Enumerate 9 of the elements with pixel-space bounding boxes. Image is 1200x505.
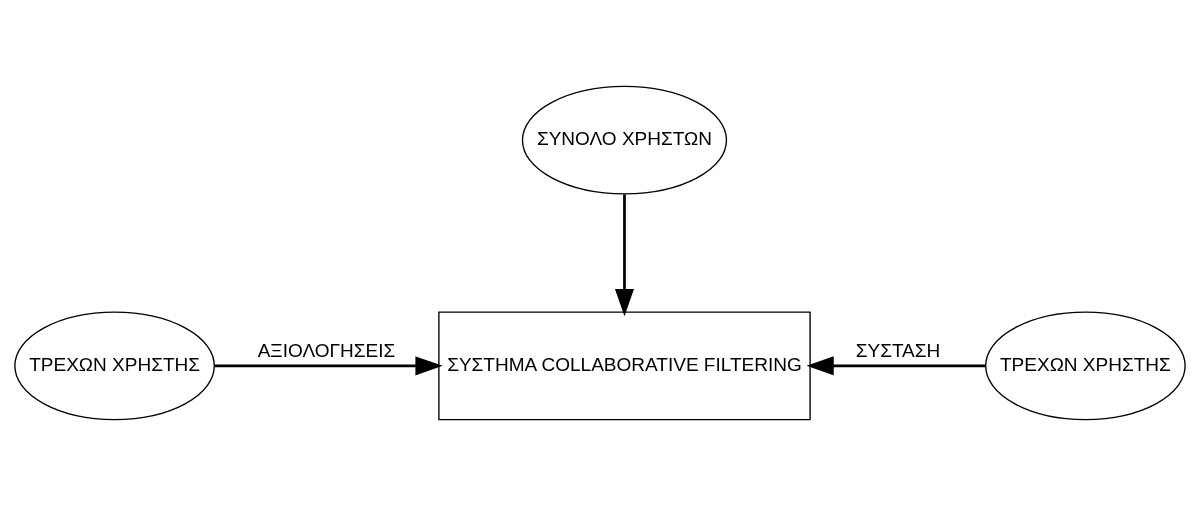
node-ellipse: ΣΥΝΟΛΟ ΧΡΗΣΤΩΝ <box>521 85 728 195</box>
arrow <box>614 193 634 316</box>
arrow <box>214 355 443 375</box>
edge-label: ΑΞΙΟΛΟΓΗΣΕΙΣ <box>257 339 396 361</box>
arrow <box>806 355 986 375</box>
edge-label: ΣΥΣΤΑΣΗ <box>855 339 941 361</box>
node-box: ΣΥΣΤΗΜΑ COLLABORATIVE FILTERING <box>438 310 811 420</box>
node-ellipse: ΤΡΕΧΩΝ ΧΡΗΣΤΗΣ <box>985 310 1186 420</box>
node-ellipse: ΤΡΕΧΩΝ ΧΡΗΣΤΗΣ <box>14 310 215 420</box>
